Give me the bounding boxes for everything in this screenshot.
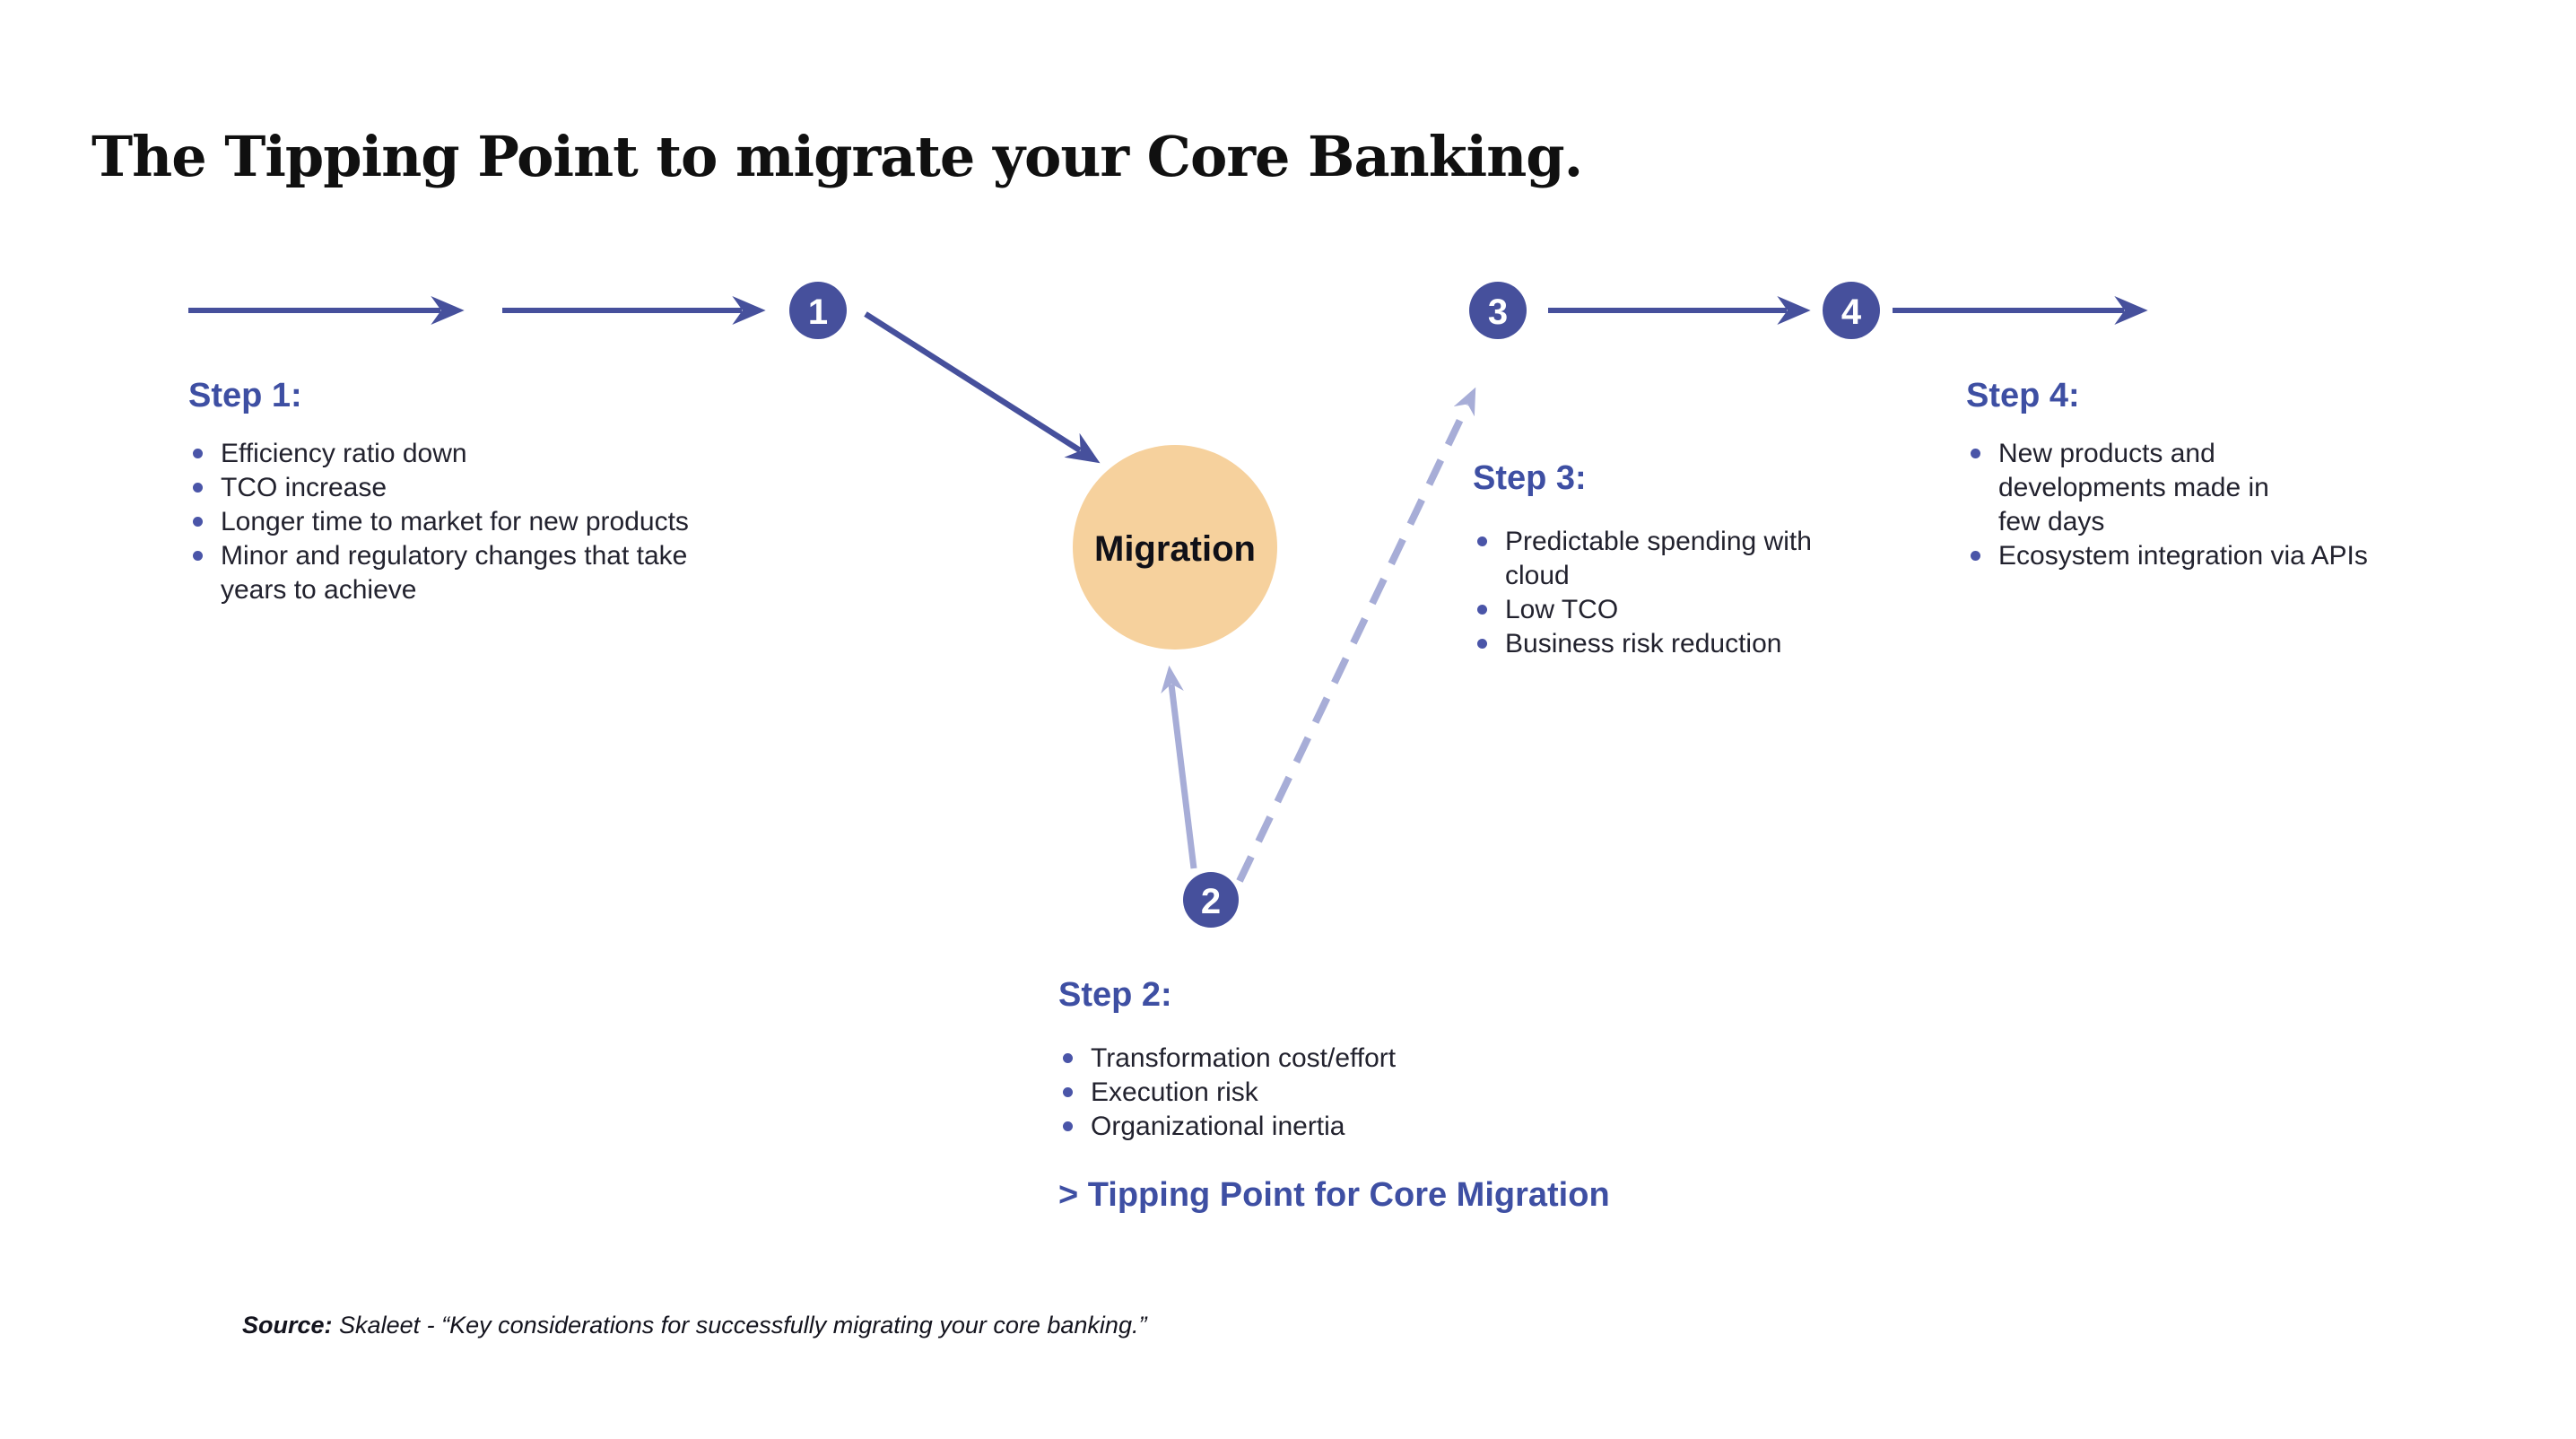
- list-item: Ecosystem integration via APIs: [1966, 539, 2368, 573]
- node-2-number: 2: [1201, 882, 1221, 921]
- node-4: 4: [1823, 282, 1880, 339]
- list-item: Business risk reduction: [1473, 627, 1841, 661]
- list-item: Longer time to market for new products: [188, 505, 709, 539]
- list-item: Efficiency ratio down: [188, 437, 709, 471]
- step-2-bullet-list: Transformation cost/effort Execution ris…: [1058, 1042, 1704, 1144]
- list-item: Execution risk: [1058, 1076, 1704, 1110]
- source-line: Source: Skaleet - “Key considerations fo…: [242, 1312, 1146, 1339]
- step-1-heading: Step 1:: [188, 377, 302, 414]
- node-1-number: 1: [808, 292, 828, 332]
- list-item: Minor and regulatory changes that take y…: [188, 539, 709, 607]
- node-1-circle: [789, 282, 847, 339]
- node-3-circle: [1469, 282, 1527, 339]
- arrow-node2-to-migration: [1161, 665, 1197, 869]
- node-2-circle: [1183, 872, 1239, 928]
- node-4-circle: [1823, 282, 1880, 339]
- node-3: 3: [1469, 282, 1527, 339]
- arrow-dashed-node2-to-node3: [1236, 387, 1476, 883]
- step-2-heading: Step 2:: [1058, 976, 1172, 1014]
- source-label: Source:: [242, 1312, 333, 1339]
- node-4-number: 4: [1841, 292, 1862, 332]
- step-3-bullet-list: Predictable spending with cloud Low TCO …: [1473, 525, 1841, 661]
- step-1-block: Step 1: Efficiency ratio down TCO increa…: [188, 377, 709, 607]
- step-2-block: Step 2: Transformation cost/effort Execu…: [1058, 976, 1704, 1215]
- node-3-number: 3: [1488, 292, 1508, 332]
- list-item: Organizational inertia: [1058, 1110, 1704, 1144]
- migration-circle: [1073, 445, 1277, 650]
- list-item: New products and developments made in fe…: [1966, 437, 2318, 539]
- step-4-block: Step 4: New products and developments ma…: [1966, 377, 2368, 573]
- arrow-node1-to-migration: [864, 311, 1101, 464]
- source-text: Skaleet - “Key considerations for succes…: [339, 1312, 1147, 1339]
- list-item: Predictable spending with cloud: [1473, 525, 1841, 593]
- list-item: Transformation cost/effort: [1058, 1042, 1704, 1076]
- tipping-point-callout: > Tipping Point for Core Migration: [1058, 1176, 1610, 1214]
- list-item: Low TCO: [1473, 593, 1841, 627]
- step-3-block: Step 3: Predictable spending with cloud …: [1473, 459, 1841, 661]
- step-3-heading: Step 3:: [1473, 459, 1587, 497]
- page-title: The Tipping Point to migrate your Core B…: [91, 123, 1583, 189]
- node-2: 2: [1183, 872, 1239, 928]
- list-item: TCO increase: [188, 471, 709, 505]
- node-1: 1: [789, 282, 847, 339]
- step-4-heading: Step 4:: [1966, 377, 2080, 414]
- step-1-bullet-list: Efficiency ratio down TCO increase Longe…: [188, 437, 709, 607]
- step-4-bullet-list: New products and developments made in fe…: [1966, 437, 2368, 573]
- migration-label: Migration: [1094, 529, 1256, 569]
